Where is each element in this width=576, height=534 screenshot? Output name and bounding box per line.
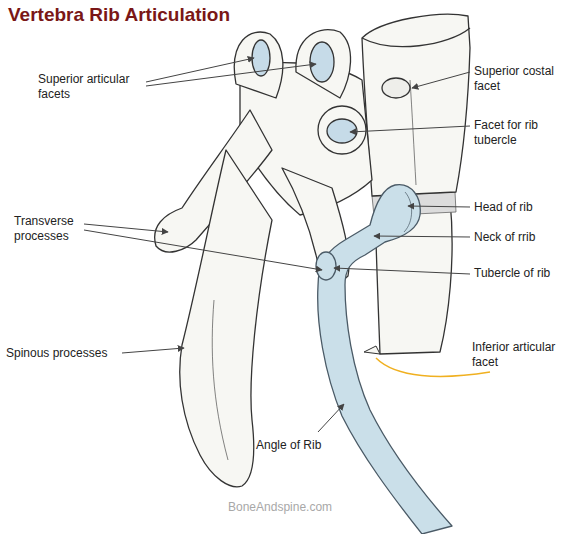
part-label: Head of rib xyxy=(474,200,533,215)
watermark: BoneAndspine.com xyxy=(226,500,334,515)
part-label: Spinous processes xyxy=(6,346,107,361)
part-label: Inferior articular facet xyxy=(472,340,572,370)
part-label: Neck of rrib xyxy=(474,230,535,245)
part-label: Superior articular facets xyxy=(38,72,150,102)
part-label: Facet for rib tubercle xyxy=(474,118,566,148)
part-label: Angle of Rib xyxy=(256,438,321,453)
part-label: Tubercle of rib xyxy=(474,266,550,281)
part-label: Transverse processes xyxy=(14,214,86,244)
part-label: Superior costal facet xyxy=(474,64,570,94)
diagram-title: Vertebra Rib Articulation xyxy=(8,4,230,26)
